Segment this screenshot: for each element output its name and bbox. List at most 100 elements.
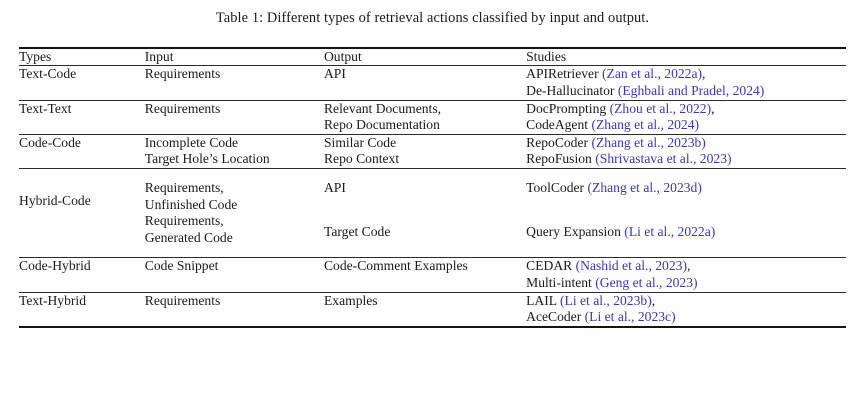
row-rule xyxy=(19,99,846,101)
study-entry: CEDAR (Nashid et al., 2023), xyxy=(526,258,842,275)
cell-line: Examples xyxy=(323,292,378,308)
citation-link[interactable]: (Zhang et al., 2023b) xyxy=(591,134,706,150)
citation-link[interactable]: (Geng et al., 2023) xyxy=(595,274,698,290)
rule-line xyxy=(19,65,846,67)
cell-line: Requirements xyxy=(144,66,221,82)
cell-studies: RepoCoder (Zhang et al., 2023b)RepoFusio… xyxy=(526,134,846,168)
citation-link[interactable]: (Zhang et al., 2023d) xyxy=(587,179,702,195)
cell-input: Code Snippet xyxy=(145,258,324,292)
study-entry: RepoCoder (Zhang et al., 2023b) xyxy=(526,135,842,152)
column-header-types: Types xyxy=(19,49,52,64)
table-row: Text-Hybrid Requirements Examples LAIL (Li … xyxy=(19,292,846,326)
cell-line: Requirements, xyxy=(144,213,224,229)
citation-link[interactable]: (Zhou et al., 2022) xyxy=(609,100,712,116)
study-name: Query Expansion xyxy=(526,223,625,239)
cell-line: Requirements, xyxy=(144,179,224,195)
cell-input: Requirements xyxy=(145,100,324,134)
citation-link[interactable]: (Shrivastava et al., 2023) xyxy=(595,151,732,167)
study-entry: De-Hallucinator (Eghbali and Pradel, 202… xyxy=(526,83,842,100)
table-row: Text-Code Requirements API APIRetriever (Za… xyxy=(19,66,846,100)
study-name: RepoCoder xyxy=(526,134,592,150)
cell-type: Hybrid-Code xyxy=(19,168,145,257)
study-name: ToolCoder xyxy=(526,179,588,195)
study-name: CEDAR xyxy=(526,258,576,274)
row-rule xyxy=(19,257,846,259)
cell-line: Hybrid-Code xyxy=(19,192,91,208)
rule-line xyxy=(19,133,846,135)
table-bottom-rule xyxy=(19,324,846,328)
cell-studies: ToolCoder (Zhang et al., 2023d) Query Exp… xyxy=(526,168,846,257)
cell-line: Code-Comment Examples xyxy=(323,258,468,274)
study-entry: Query Expansion (Li et al., 2022a) xyxy=(526,224,842,241)
cell-line: API xyxy=(323,179,346,195)
cell-studies: CEDAR (Nashid et al., 2023),Multi-intent… xyxy=(526,258,846,292)
study-name: DocPrompting xyxy=(526,100,610,116)
citation-link[interactable]: (Eghbali and Pradel, 2024) xyxy=(617,83,765,98)
citation-link[interactable]: (Zhang et al., 2024) xyxy=(591,117,700,133)
cell-input: Requirements xyxy=(145,292,324,326)
cell-line: Incomplete Code xyxy=(144,134,239,150)
study-name: Multi-intent xyxy=(526,274,596,290)
cell-line: Relevant Documents, xyxy=(323,100,442,116)
study-entry: DocPrompting (Zhou et al., 2022), xyxy=(526,101,842,118)
cell-line: Repo Documentation xyxy=(323,117,440,133)
cell-line: Generated Code xyxy=(144,229,233,245)
cell-line: Target Hole’s Location xyxy=(144,151,270,167)
study-entry: CodeAgent (Zhang et al., 2024) xyxy=(526,117,842,134)
rule-line xyxy=(19,167,846,169)
cell-output: Examples xyxy=(324,292,526,326)
study-separator: , xyxy=(711,100,715,116)
column-header-input: Input xyxy=(144,49,174,64)
cell-output: API xyxy=(324,66,526,100)
cell-output: Relevant Documents,Repo Documentation xyxy=(324,100,526,134)
column-header-output: Output xyxy=(323,49,362,64)
citation-link[interactable]: (Zan et al., 2022a) xyxy=(602,66,703,82)
table-header-row: Types Input Output Studies xyxy=(19,48,846,65)
cell-type: Code-Code xyxy=(19,134,81,150)
rule-line xyxy=(19,257,846,259)
cell-studies: DocPrompting (Zhou et al., 2022),CodeAge… xyxy=(526,100,846,134)
study-name: De-Hallucinator xyxy=(526,83,618,98)
rule-line xyxy=(19,324,846,328)
cell-studies: APIRetriever (Zan et al., 2022a),De-Hall… xyxy=(526,66,846,100)
study-separator: , xyxy=(651,292,656,308)
row-rule xyxy=(19,167,846,169)
row-rule xyxy=(19,291,846,293)
citation-link[interactable]: (Li et al., 2022a) xyxy=(624,223,716,239)
cell-line: API xyxy=(323,66,346,82)
study-name: AceCoder xyxy=(526,309,585,325)
cell-output: API Target Code xyxy=(324,168,526,257)
cell-line: Code Snippet xyxy=(144,258,219,274)
rule-line xyxy=(19,291,846,293)
study-entry: APIRetriever (Zan et al., 2022a), xyxy=(526,66,842,83)
study-entry: ToolCoder (Zhang et al., 2023d) xyxy=(526,180,842,197)
study-name: RepoFusion xyxy=(526,151,596,167)
study-name: LAIL xyxy=(526,292,560,308)
cell-line: Similar Code xyxy=(323,134,397,150)
citation-link[interactable]: (Li et al., 2023b) xyxy=(559,292,652,308)
cell-line: Unfinished Code xyxy=(144,196,238,212)
row-rule xyxy=(19,133,846,135)
citation-link[interactable]: (Li et al., 2023c) xyxy=(584,309,676,325)
cell-line: Target Code xyxy=(323,223,391,239)
cell-line: Requirements xyxy=(144,292,221,308)
study-entry: AceCoder (Li et al., 2023c) xyxy=(526,309,842,326)
cell-type: Text-Hybrid xyxy=(19,292,86,308)
study-name: APIRetriever xyxy=(526,66,602,82)
cell-type: Text-Text xyxy=(19,100,72,116)
cell-type: Text-Code xyxy=(19,66,77,82)
cell-line: Requirements xyxy=(144,100,221,116)
column-header-studies: Studies xyxy=(526,49,567,64)
study-separator: , xyxy=(686,258,691,274)
citation-link[interactable]: (Nashid et al., 2023) xyxy=(575,258,687,274)
study-entry: LAIL (Li et al., 2023b), xyxy=(526,293,842,310)
